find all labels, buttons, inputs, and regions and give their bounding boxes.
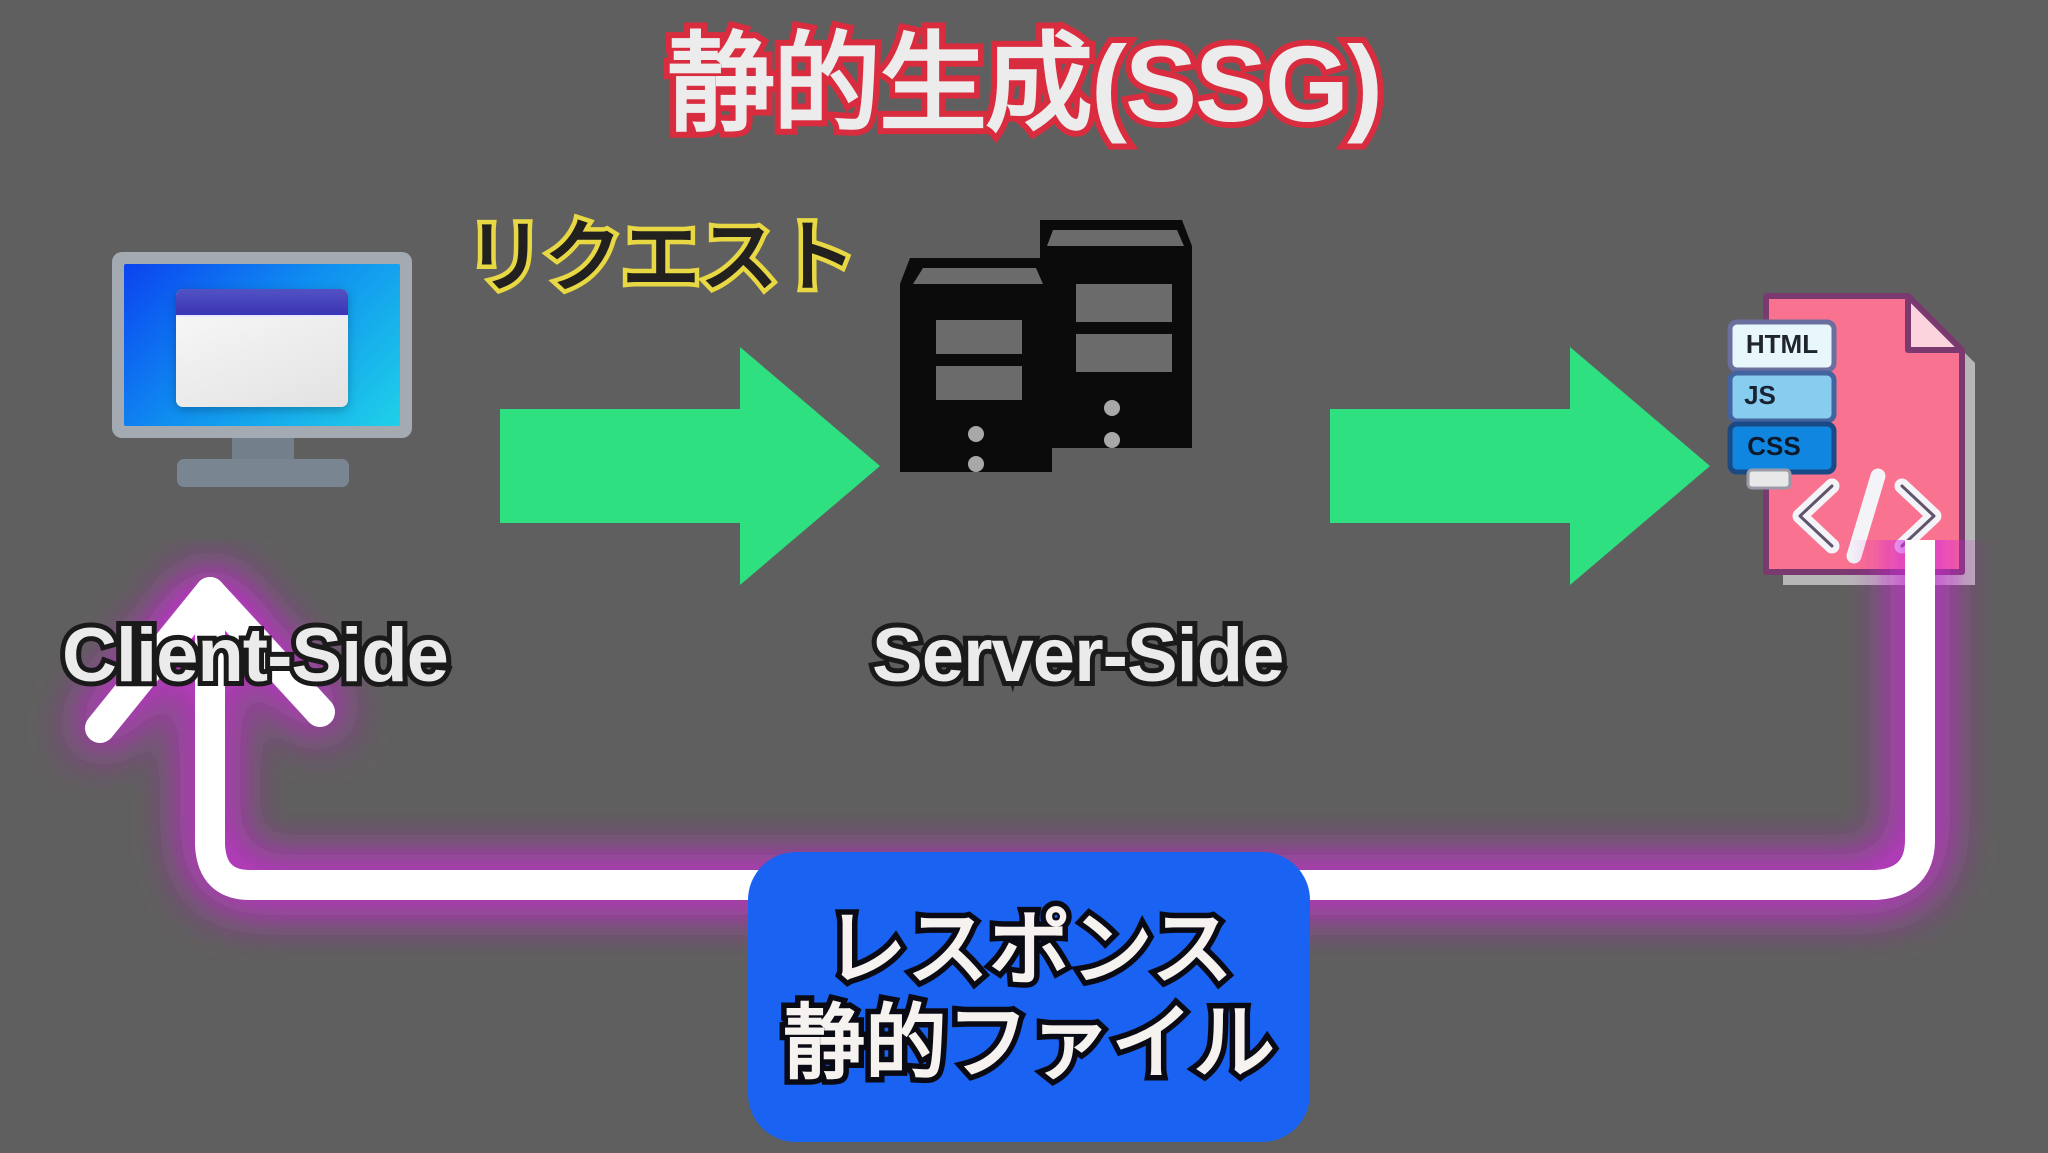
monitor-base [176,459,349,487]
browser-titlebar-graphic [176,289,348,317]
page-title: 静的生成(SSG) [661,17,1389,150]
server-tower-icon [900,220,1192,472]
green-right-arrow-icon [500,347,880,585]
file-tab-css: CSS [1727,421,1837,475]
file-tab-js-label: JS [1744,380,1776,410]
client-side-label: Client-Side [57,608,454,703]
file-tab-js: JS [1727,370,1837,424]
browser-window-graphic [176,289,348,407]
request-label: リクエスト [461,213,860,301]
server-tower-front [900,258,1052,472]
response-callout-box: レスポンス 静的ファイル [748,852,1310,1142]
monitor-screen [124,264,400,426]
desktop-monitor-icon [100,252,425,487]
browser-content-graphic [176,317,348,407]
file-tab-html: HTML [1727,319,1837,373]
file-tab-css-label: CSS [1747,431,1800,461]
response-path-line [195,540,1935,900]
response-line-1: レスポンス [819,899,1238,1001]
server-tower-back [1040,220,1192,448]
code-file-icon: HTML JS CSS [1727,293,1975,585]
response-line-2: 静的ファイル [777,993,1280,1095]
server-side-label: Server-Side [867,608,1289,703]
file-tab-html-label: HTML [1746,329,1818,359]
monitor-bezel [112,252,412,438]
green-right-arrow-icon [1330,347,1710,585]
code-glyph-outline [1798,484,1936,548]
